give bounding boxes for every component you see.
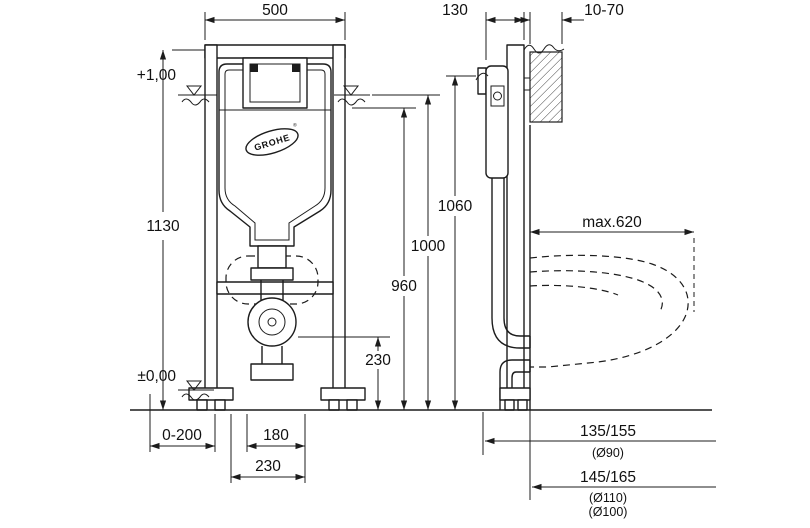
outlet-lower-diameter-a: (Ø110)	[589, 491, 627, 505]
flush-elbow	[491, 317, 530, 349]
dim-foot-range: 0-200	[149, 394, 216, 452]
water-level-icon	[181, 393, 210, 401]
frame-rail-right	[332, 44, 346, 394]
bowl-rim-inner	[529, 270, 663, 314]
dim-wall-gap: 10-70	[508, 2, 624, 44]
dim-height-label: 1130	[146, 218, 180, 235]
soil-outlet	[499, 359, 530, 410]
outlet-upper-range: 135/155	[580, 423, 636, 440]
fill-valve	[490, 85, 505, 107]
frame-rail-left	[204, 44, 218, 394]
flush-elbow	[503, 317, 530, 337]
dim-bowl-depth-label: max.620	[582, 214, 642, 231]
grohe-logo: GROHE ®	[245, 121, 299, 156]
side-cistern	[485, 65, 509, 179]
side-flush-housing	[477, 67, 487, 95]
level-floor-label: ±0,00	[137, 368, 176, 385]
dim-outlet-lower: 145/165 (Ø110) (Ø100)	[529, 410, 716, 519]
dim-180-label: 180	[263, 427, 289, 444]
dim-height-1060: 1060	[438, 72, 489, 410]
dim-depth-label: 130	[442, 2, 468, 19]
dim-1060-label: 1060	[438, 198, 473, 215]
wall-break-symbol	[523, 44, 565, 54]
dim-960-label: 960	[391, 278, 417, 295]
cistern-inner-wall	[224, 69, 326, 241]
registered-mark: ®	[292, 121, 298, 129]
dim-width-label: 500	[262, 2, 288, 19]
foot-right	[346, 399, 358, 411]
dim-230b-label: 230	[255, 458, 281, 475]
dim-height-1130: 1130	[146, 49, 205, 410]
level-mark-upper: +1,00	[137, 67, 217, 106]
water-level-icon	[181, 98, 210, 106]
side-frame-rail	[506, 44, 525, 394]
mounting-bar	[216, 281, 334, 295]
level-upper-label: +1,00	[137, 67, 177, 84]
bowl-rim-inner2	[529, 284, 619, 296]
dim-outlet-upper: 135/155 (Ø90)	[482, 412, 716, 460]
foot-right	[328, 399, 340, 411]
break-symbol	[475, 72, 489, 81]
flush-plate-corner-mark	[250, 64, 258, 72]
side-foot-plate	[499, 387, 531, 401]
dimensions: 500 130 10-70 1130 +1,00	[137, 2, 716, 519]
bowl-outline-side	[529, 254, 689, 368]
outlet-upper-diameter: (Ø90)	[592, 446, 624, 460]
water-level-icon	[337, 98, 366, 106]
foot-left	[214, 399, 226, 411]
dim-height-1000: 1000	[372, 94, 446, 410]
outlet-bend-mid	[258, 308, 286, 336]
fill-valve-port	[493, 91, 502, 101]
outlet-lower-range: 145/165	[580, 469, 636, 486]
dim-bowl-depth: max.620	[530, 214, 695, 312]
dim-height-960: 960	[352, 107, 417, 410]
front-view: GROHE ®	[188, 44, 366, 411]
dim-foot-range-label: 0-200	[162, 427, 202, 444]
dim-offset-230: 230	[230, 414, 305, 483]
dim-wall-gap-label: 10-70	[584, 2, 624, 19]
side-foot	[517, 399, 528, 411]
dim-offset-180: 180	[246, 414, 306, 483]
foot-left	[196, 399, 208, 411]
soil-outlet	[511, 371, 530, 410]
side-view	[477, 44, 689, 411]
outlet-lower-diameter-b: (Ø100)	[589, 505, 628, 519]
dim-width-500: 500	[204, 2, 346, 40]
flush-pipe-neck	[257, 245, 287, 269]
dim-230h-label: 230	[365, 352, 391, 369]
dim-1000-label: 1000	[411, 238, 446, 255]
outlet-bend-center	[267, 317, 277, 327]
flush-pipe-flange	[250, 267, 294, 281]
water-level-right	[334, 85, 370, 106]
outlet-flange	[250, 363, 294, 381]
flush-plate-inner	[249, 63, 301, 103]
wall-hatch	[529, 51, 563, 123]
flush-plate-corner-mark	[292, 64, 300, 72]
side-foot	[504, 399, 515, 411]
foot-plate-right	[320, 387, 366, 401]
outlet-bend-outer	[247, 297, 297, 347]
top-crossbar	[204, 44, 346, 59]
level-mark-floor: ±0,00	[137, 368, 214, 401]
dim-height-230: 230	[298, 336, 391, 410]
